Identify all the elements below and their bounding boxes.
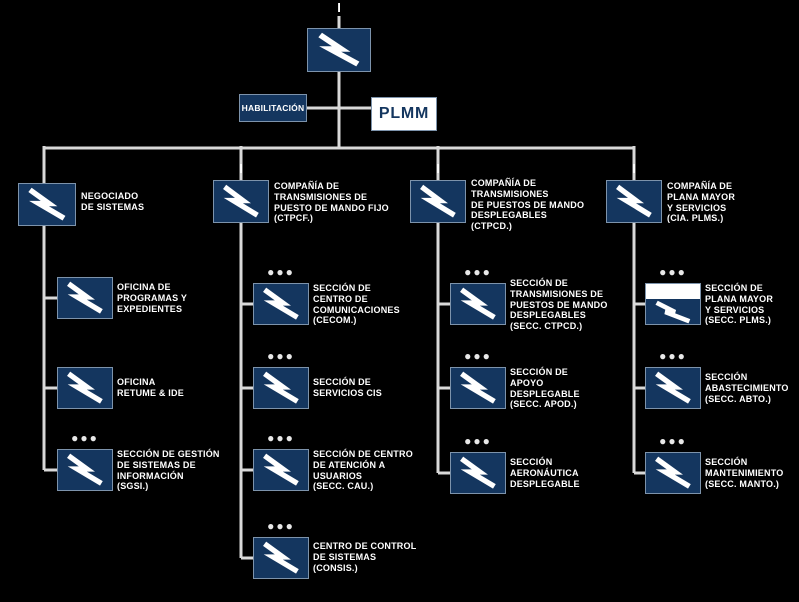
section-echelon-dots: ●●● bbox=[267, 265, 295, 279]
unit-box-ctpcf bbox=[213, 180, 269, 223]
label-mantenimiento: SECCIÓN MANTENIMIENTO (SECC. MANTO.) bbox=[705, 457, 784, 489]
company-echelon-marker: I bbox=[239, 161, 243, 176]
habilitacion-label: HABILITACIÓN bbox=[241, 103, 305, 113]
root-unit-box bbox=[307, 28, 371, 72]
plmm-box: PLMM bbox=[371, 97, 437, 131]
company-echelon-marker: I bbox=[436, 161, 440, 176]
unit-box-sgsi bbox=[57, 449, 113, 491]
signal-flash-icon bbox=[318, 32, 360, 67]
signal-flash-icon bbox=[655, 371, 691, 404]
unit-box-secc-plms bbox=[645, 283, 701, 325]
plmm-label: PLMM bbox=[378, 105, 430, 122]
signal-flash-icon bbox=[223, 184, 259, 218]
signal-flash-icon bbox=[263, 287, 299, 320]
label-negociado-sistemas: NEGOCIADO DE SISTEMAS bbox=[81, 191, 145, 212]
section-echelon-dots: ●●● bbox=[464, 349, 492, 363]
label-abastecimiento: SECCIÓN ABASTECIMIENTO (SECC. ABTO.) bbox=[705, 372, 789, 404]
unit-box-ctpcd bbox=[410, 180, 466, 223]
signal-flash-icon bbox=[263, 453, 299, 486]
unit-box-apoyo-desplegable bbox=[450, 367, 506, 409]
section-echelon-dots: ●●● bbox=[659, 349, 687, 363]
root-echelon-marker: I bbox=[337, 0, 341, 15]
signal-flash-icon bbox=[460, 287, 496, 320]
signal-flash-icon bbox=[460, 371, 496, 404]
label-apoyo-desplegable: SECCIÓN DE APOYO DESPLEGABLE (SECC. APOD… bbox=[510, 367, 580, 410]
signal-flash-icon bbox=[616, 184, 652, 218]
label-cau: SECCIÓN DE CENTRO DE ATENCIÓN A USUARIOS… bbox=[313, 449, 413, 492]
label-ctpcd: COMPAÑÍA DE TRANSMISIONES DE PUESTOS DE … bbox=[471, 178, 585, 232]
signal-flash-icon bbox=[67, 281, 103, 314]
label-sgsi: SECCIÓN DE GESTIÓN DE SISTEMAS DE INFORM… bbox=[117, 449, 220, 492]
label-servicios-cis: SECCIÓN DE SERVICIOS CIS bbox=[313, 377, 382, 398]
hq-white-band bbox=[646, 284, 700, 300]
label-aeronautica: SECCIÓN AERONÁUTICA DESPLEGABLE bbox=[510, 457, 580, 489]
unit-box-servicios-cis bbox=[253, 367, 309, 409]
unit-box-aeronautica bbox=[450, 452, 506, 494]
habilitacion-box: HABILITACIÓN bbox=[239, 94, 307, 122]
label-oficina-programas: OFICINA DE PROGRAMAS Y EXPEDIENTES bbox=[117, 282, 188, 314]
unit-box-oficina-retume bbox=[57, 367, 113, 409]
label-oficina-retume: OFICINA RETUME & IDE bbox=[117, 377, 184, 398]
unit-box-secc-ctpcd bbox=[450, 283, 506, 325]
signal-flash-icon bbox=[28, 187, 66, 221]
signal-flash-icon bbox=[67, 453, 103, 486]
unit-box-oficina-programas bbox=[57, 277, 113, 319]
section-echelon-dots: ●●● bbox=[267, 519, 295, 533]
section-echelon-dots: ●●● bbox=[267, 349, 295, 363]
unit-box-cecom bbox=[253, 283, 309, 325]
section-echelon-dots: ●●● bbox=[267, 431, 295, 445]
label-cecom: SECCIÓN DE CENTRO DE COMUNICACIONES (CEC… bbox=[313, 283, 400, 326]
signal-flash-icon bbox=[263, 541, 299, 574]
unit-box-cia-plms bbox=[606, 180, 662, 223]
company-echelon-marker: I bbox=[632, 161, 636, 176]
label-ctpcf: COMPAÑÍA DE TRANSMISIONES DE PUESTO DE M… bbox=[274, 181, 389, 224]
signal-flash-icon bbox=[655, 456, 691, 489]
section-echelon-dots: ●●● bbox=[659, 265, 687, 279]
label-secc-plms: SECCIÓN DE PLANA MAYOR Y SERVICIOS (SECC… bbox=[705, 283, 774, 326]
signal-flash-icon bbox=[263, 371, 299, 404]
section-echelon-dots: ●●● bbox=[71, 431, 99, 445]
section-echelon-dots: ●●● bbox=[464, 265, 492, 279]
signal-flash-icon bbox=[655, 300, 691, 324]
signal-flash-icon bbox=[460, 456, 496, 489]
label-secc-ctpcd: SECCIÓN DE TRANSMISIONES DE PUESTOS DE M… bbox=[510, 278, 608, 332]
signal-flash-icon bbox=[67, 371, 103, 404]
signal-flash-icon bbox=[420, 184, 456, 218]
unit-box-mantenimiento bbox=[645, 452, 701, 494]
section-echelon-dots: ●●● bbox=[659, 434, 687, 448]
unit-box-cau bbox=[253, 449, 309, 491]
unit-box-negociado-sistemas bbox=[18, 183, 76, 226]
section-echelon-dots: ●●● bbox=[464, 434, 492, 448]
label-cia-plms: COMPAÑÍA DE PLANA MAYOR Y SERVICIOS (CIA… bbox=[667, 181, 736, 224]
unit-box-consis bbox=[253, 537, 309, 579]
unit-box-abastecimiento bbox=[645, 367, 701, 409]
label-consis: CENTRO DE CONTROL DE SISTEMAS (CONSIS.) bbox=[313, 541, 417, 573]
